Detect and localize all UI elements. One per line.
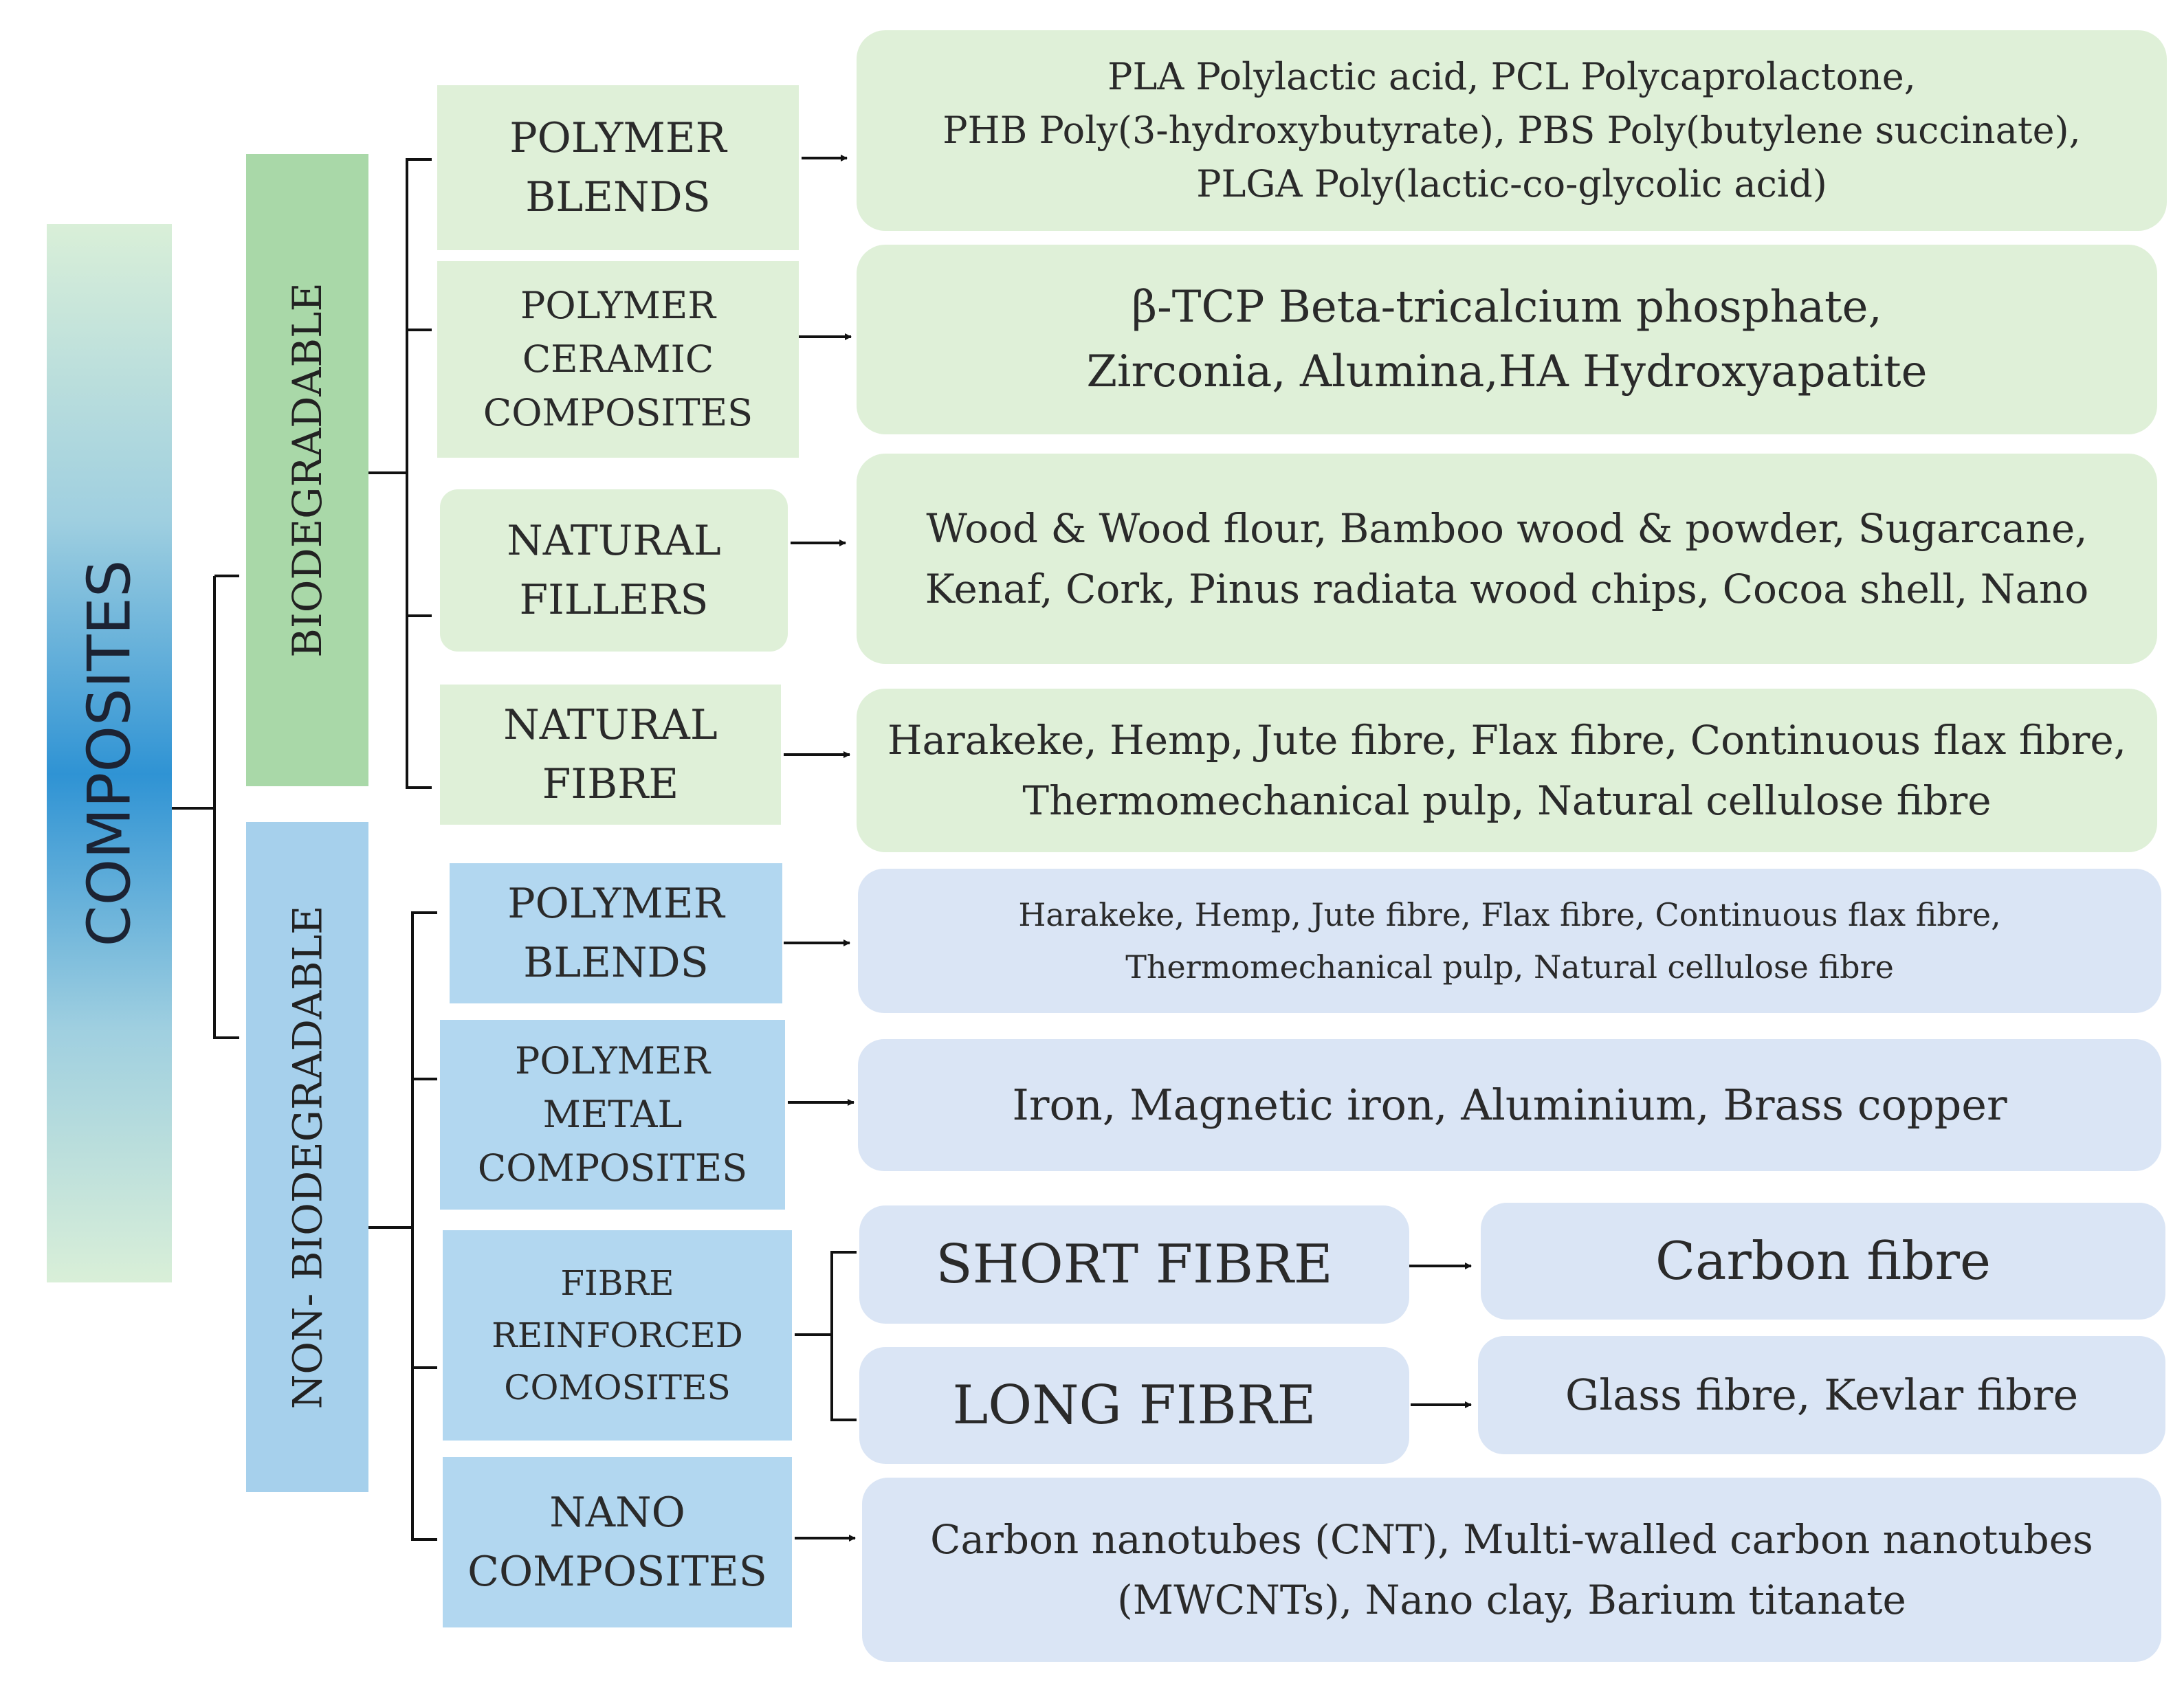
example-line: Thermomechanical pulp, Natural cellulose… bbox=[1125, 948, 1894, 986]
type-label-line: NATURAL bbox=[507, 517, 721, 565]
example-line: (MWCNTs), Nano clay, Barium titanate bbox=[1117, 1577, 1906, 1623]
nonbio-type-polymer-blends: POLYMER BLENDS bbox=[450, 863, 782, 1003]
type-label-line: METAL bbox=[542, 1093, 683, 1136]
bio-type-polymer-ceramic-composites: POLYMER CERAMIC COMPOSITES bbox=[437, 261, 799, 458]
type-label-line: NANO bbox=[549, 1489, 685, 1537]
example-line: Harakeke, Hemp, Jute fibre, Flax fibre, … bbox=[887, 717, 2127, 764]
root-composites-box: COMPOSITES bbox=[47, 224, 172, 1282]
nonbio-examples-nano: Carbon nanotubes (CNT), Multi-walled car… bbox=[862, 1478, 2161, 1662]
subtype-label: LONG FIBRE bbox=[952, 1375, 1316, 1436]
biodegradable-label: BIODEGRADABLE bbox=[284, 282, 331, 658]
fibre-example-glass-kevlar: Glass fibre, Kevlar fibre bbox=[1478, 1336, 2165, 1454]
bio-examples-natural-fillers: Wood & Wood flour, Bamboo wood & powder,… bbox=[857, 454, 2157, 664]
example-line: β-TCP Beta-tricalcium phosphate, bbox=[1132, 282, 1882, 333]
non-biodegradable-label: NON- BIODEGRADABLE bbox=[284, 905, 331, 1409]
type-label-line: POLYMER bbox=[507, 880, 725, 928]
subtype-label: SHORT FIBRE bbox=[936, 1234, 1333, 1296]
bio-type-natural-fillers: NATURAL FILLERS bbox=[440, 489, 788, 652]
example-line: PLGA Poly(lactic-co-glycolic acid) bbox=[1196, 162, 1827, 205]
type-label-line: COMPOSITES bbox=[477, 1146, 748, 1190]
example-line: Wood & Wood flour, Bamboo wood & powder,… bbox=[926, 505, 2088, 552]
example-line: Zirconia, Alumina,HA Hydroxyapatite bbox=[1086, 346, 1928, 397]
nonbio-type-polymer-metal-composites: POLYMER METAL COMPOSITES bbox=[440, 1020, 785, 1210]
nonbio-type-fibre-reinforced-composites: FIBRE REINFORCED COMOSITES bbox=[443, 1230, 792, 1441]
type-label-line: CERAMIC bbox=[522, 337, 714, 381]
bio-examples-natural-fibre: Harakeke, Hemp, Jute fibre, Flax fibre, … bbox=[857, 689, 2157, 852]
biodegradable-branch: BIODEGRADABLE bbox=[246, 154, 368, 786]
subtype-example: Glass fibre, Kevlar fibre bbox=[1565, 1370, 2079, 1420]
root-bracket-vertical bbox=[213, 575, 239, 1039]
example-line: PLA Polylactic acid, PCL Polycaprolacton… bbox=[1107, 55, 1916, 98]
nonbio-examples-polymer-blends: Harakeke, Hemp, Jute fibre, Flax fibre, … bbox=[858, 869, 2161, 1013]
type-label-line: POLYMER bbox=[509, 114, 727, 162]
root-label: COMPOSITES bbox=[75, 559, 144, 947]
type-label-line: BLENDS bbox=[525, 173, 711, 221]
fibre-example-carbon: Carbon fibre bbox=[1481, 1203, 2165, 1320]
type-label-line: FIBRE bbox=[560, 1263, 674, 1303]
nonbio-bracket bbox=[411, 911, 437, 1541]
type-label-line: NATURAL bbox=[503, 701, 718, 749]
bio-type-polymer-blends: POLYMER BLENDS bbox=[437, 85, 799, 250]
subtype-example: Carbon fibre bbox=[1655, 1230, 1991, 1291]
bio-type-natural-fibre: NATURAL FIBRE bbox=[440, 685, 781, 825]
fibre-subtype-short-fibre: SHORT FIBRE bbox=[859, 1205, 1409, 1324]
type-label-line: POLYMER bbox=[520, 284, 716, 327]
type-label-line: COMOSITES bbox=[504, 1368, 731, 1408]
type-label-line: COMPOSITES bbox=[483, 391, 753, 434]
type-label-line: REINFORCED bbox=[492, 1315, 743, 1355]
non-biodegradable-branch: NON- BIODEGRADABLE bbox=[246, 822, 368, 1492]
example-line: PHB Poly(3-hydroxybutyrate), PBS Poly(bu… bbox=[942, 109, 2081, 152]
type-label-line: FIBRE bbox=[542, 760, 679, 808]
example-line: Kenaf, Cork, Pinus radiata wood chips, C… bbox=[925, 566, 2089, 612]
example-line: Thermomechanical pulp, Natural cellulose… bbox=[1022, 777, 1992, 824]
example-line: Harakeke, Hemp, Jute fibre, Flax fibre, … bbox=[1018, 896, 2001, 933]
bio-bracket bbox=[406, 158, 432, 789]
type-label-line: FILLERS bbox=[519, 576, 709, 624]
example-line: Iron, Magnetic iron, Aluminium, Brass co… bbox=[1012, 1080, 2007, 1130]
nonbio-type-nano-composites: NANO COMPOSITES bbox=[443, 1457, 792, 1627]
type-label-line: BLENDS bbox=[523, 939, 709, 987]
type-label-line: POLYMER bbox=[514, 1039, 711, 1082]
fibre-bracket bbox=[830, 1251, 857, 1421]
bio-examples-polymer-blends: PLA Polylactic acid, PCL Polycaprolacton… bbox=[857, 30, 2167, 231]
nonbio-examples-polymer-metal: Iron, Magnetic iron, Aluminium, Brass co… bbox=[858, 1039, 2161, 1171]
fibre-subtype-long-fibre: LONG FIBRE bbox=[859, 1347, 1409, 1464]
example-line: Carbon nanotubes (CNT), Multi-walled car… bbox=[930, 1516, 2093, 1563]
type-label-line: COMPOSITES bbox=[467, 1548, 767, 1596]
bio-examples-polymer-ceramic: β-TCP Beta-tricalcium phosphate, Zirconi… bbox=[857, 245, 2157, 434]
